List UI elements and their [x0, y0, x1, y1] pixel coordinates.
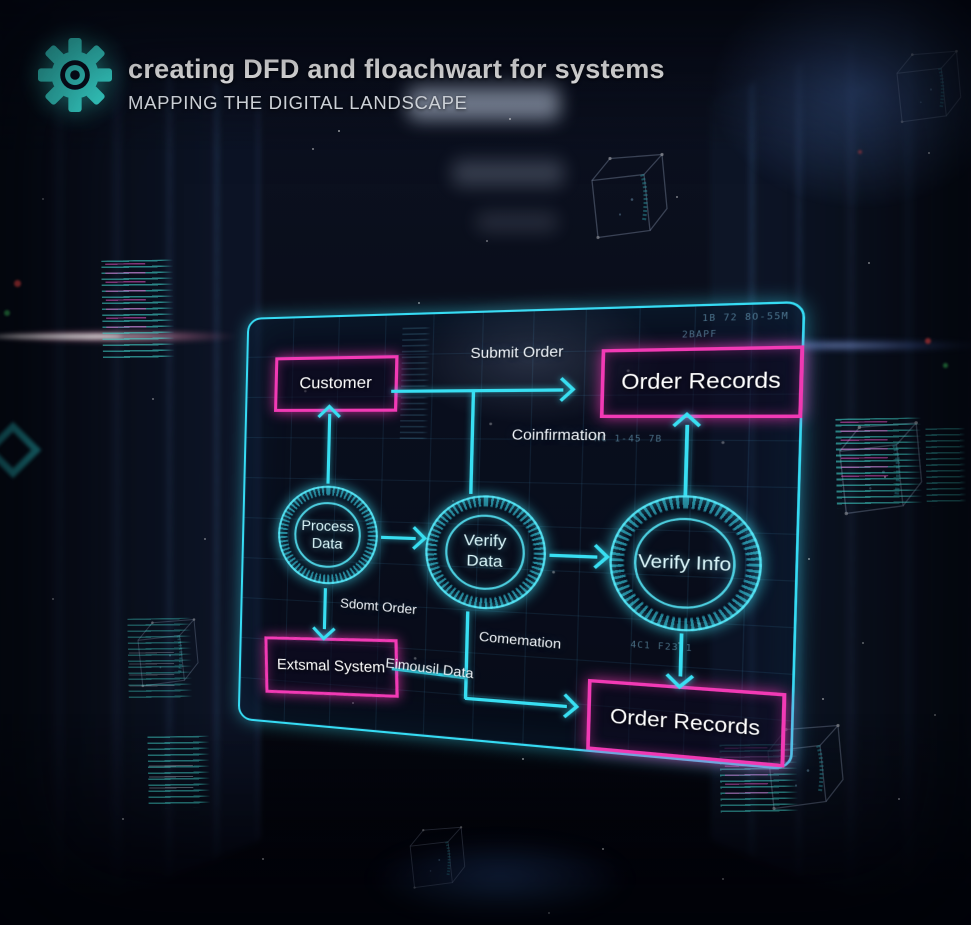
code-hologram	[147, 735, 211, 809]
entity-box-customer: Customer	[274, 355, 399, 412]
wireframe-cube-icon	[895, 48, 963, 125]
ceiling-light	[408, 86, 560, 120]
arrow-right-icon	[402, 526, 428, 550]
connector-junction-orderrecords-bottom	[464, 696, 567, 708]
process-label-line2: Data	[466, 551, 503, 572]
top-right-glow	[711, 0, 971, 210]
process-label-line2: Data	[311, 534, 343, 552]
flow-label-confirmation-bottom: Comemation	[478, 629, 562, 652]
hud-noise-text: 1B 72 8O-55M	[701, 310, 790, 324]
hologram-panel: 1B 72 8O-55M 2BAPF 4C1 F23 1 MC 1-45 7B …	[237, 289, 806, 771]
green-led-dot	[4, 310, 10, 316]
page-subtitle: MAPPING THE DIGITAL LANDSCAPE	[128, 92, 468, 113]
red-led-dot	[858, 150, 862, 154]
process-label-line1: Process	[301, 516, 355, 535]
lens-flare-left-core	[0, 334, 122, 339]
ceiling-light	[476, 212, 558, 232]
header: creating DFD and floachwart for systems …	[128, 54, 665, 114]
ceiling-light	[452, 160, 564, 186]
flow-label-submit-order-bottom: Sdomt Order	[339, 595, 418, 618]
code-hologram	[925, 427, 967, 507]
code-hologram	[101, 259, 175, 361]
floor-shadow	[0, 695, 971, 925]
wireframe-cube-icon	[590, 150, 669, 242]
red-led-dot	[925, 338, 931, 344]
entity-box-external-system: Extsmal System	[264, 636, 399, 698]
connector-verifydata-down	[463, 611, 469, 699]
entity-label: Customer	[299, 374, 372, 393]
datastore-label: Order Records	[609, 704, 761, 740]
process-circle-verify-info: Verify Info	[608, 494, 764, 636]
process-circle-process-data: Process Data	[277, 485, 379, 587]
arrow-right-icon	[552, 693, 580, 719]
green-led-dot	[943, 363, 948, 368]
wireframe-cube-icon	[408, 824, 467, 891]
datastore-box-order-records-bottom: Order Records	[586, 678, 787, 768]
process-label-line1: Verify	[463, 531, 507, 552]
hud-noise-text: 4C1 F23 1	[630, 639, 693, 654]
code-hologram	[127, 617, 193, 703]
entity-label: Extsmal System	[276, 656, 386, 677]
red-led-dot	[14, 280, 21, 287]
datastore-label: Order Records	[620, 369, 782, 395]
flow-label-confirmation: Coinfirmation	[511, 426, 607, 444]
datastore-box-order-records-top: Order Records	[599, 345, 805, 419]
page-title: creating DFD and floachwart for systems	[128, 54, 665, 84]
flow-label-submit-order: Submit Order	[470, 343, 564, 362]
process-circle-verify-data: Verify Data	[424, 494, 548, 612]
gear-icon	[38, 38, 112, 112]
process-label-line1: Verify Info	[637, 551, 732, 576]
ceiling-shadow	[0, 0, 971, 150]
hud-code-column	[399, 327, 431, 442]
particle-field	[0, 0, 2, 2]
arrow-right-icon	[582, 543, 610, 570]
hud-noise-text: 2BAPF	[681, 328, 718, 340]
code-hologram	[835, 417, 923, 509]
